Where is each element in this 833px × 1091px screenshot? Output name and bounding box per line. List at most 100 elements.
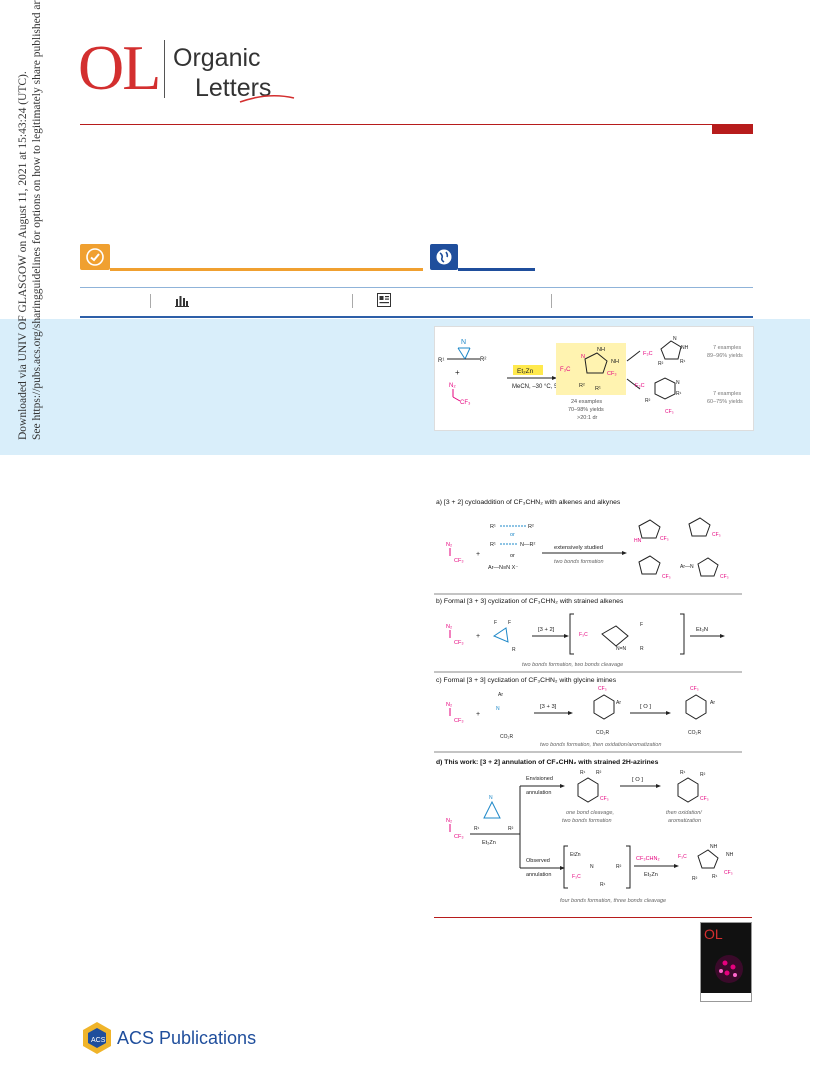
svg-text:Ar—N: Ar—N — [680, 564, 694, 570]
scheme-c-arrow2: [ O ] — [640, 704, 651, 710]
svg-text:F₃C: F₃C — [635, 383, 645, 389]
scheme-d-note1a: one bond cleavage, — [566, 810, 614, 816]
svg-text:N₂: N₂ — [446, 542, 452, 548]
metrics-bottom-rule — [80, 316, 753, 318]
svg-text:F₃C: F₃C — [572, 874, 581, 880]
svg-text:R²: R² — [658, 361, 664, 367]
header-tab — [712, 124, 753, 134]
svg-text:CF₃: CF₃ — [454, 834, 464, 840]
svg-text:NH: NH — [611, 359, 619, 365]
svg-text:F: F — [494, 620, 497, 626]
svg-text:F₃C: F₃C — [560, 367, 571, 373]
svg-text:CF₃: CF₃ — [598, 686, 607, 692]
journal-logo-letters: OL — [78, 32, 161, 103]
acs-logo-icon: ACS — [80, 1020, 114, 1059]
scheme-d-reag3: Et₂Zn — [644, 872, 658, 878]
svg-text:N: N — [590, 864, 594, 870]
journal-name-line1: Organic — [173, 44, 261, 72]
scheme-d-note3: four bonds formation, three bonds cleava… — [560, 898, 666, 904]
svg-text:R²: R² — [645, 398, 651, 404]
svg-text:NH: NH — [726, 852, 734, 858]
svg-text:R¹: R¹ — [490, 524, 496, 530]
svg-text:NH: NH — [710, 844, 718, 850]
metrics-top-rule — [80, 287, 753, 288]
svg-text:F₃C: F₃C — [643, 351, 653, 357]
logo-divider — [164, 40, 165, 98]
svg-text:Ar: Ar — [710, 700, 715, 706]
svg-text:HN: HN — [634, 538, 642, 544]
svg-text:+: + — [476, 633, 480, 640]
svg-text:R¹: R¹ — [438, 358, 444, 364]
svg-text:F₃C: F₃C — [678, 854, 687, 860]
svg-text:F: F — [508, 620, 511, 626]
download-notice-line1: Downloaded via UNIV OF GLASGOW on August… — [17, 71, 29, 440]
svg-text:R¹: R¹ — [712, 874, 718, 880]
scheme-a-note: two bonds formation — [554, 559, 604, 565]
svg-text:CF₃: CF₃ — [660, 536, 669, 542]
acs-publications-label[interactable]: ACS Publications — [117, 1028, 257, 1048]
svg-text:R¹: R¹ — [680, 359, 686, 365]
scheme-d-env2: annulation — [526, 790, 551, 796]
svg-text:N₂: N₂ — [449, 383, 456, 389]
svg-text:R²: R² — [596, 770, 602, 776]
download-notice: Downloaded via UNIV OF GLASGOW on August… — [16, 0, 44, 440]
scheme-d-note2a: then oxidation/ — [666, 810, 702, 816]
metrics-separator — [150, 294, 151, 308]
scheme-d-env1: Envisioned — [526, 776, 553, 782]
download-notice-line2: See https://pubs.acs.org/sharingguidelin… — [31, 0, 43, 440]
scheme-d-obs1: Observed — [526, 858, 550, 864]
article-recommendations-icon[interactable] — [377, 293, 391, 312]
toc-graphic: N R¹ R² + N₂ CF₃ Et₂Zn MeCN, –30 °C, 5 h… — [434, 326, 754, 431]
scheme-d-title: d) This work: [3 + 2] annulation of CF₃C… — [436, 759, 659, 766]
svg-text:N: N — [673, 336, 677, 342]
svg-text:N: N — [461, 339, 466, 346]
toc-bottom-examples: 7 examples — [713, 391, 741, 397]
svg-text:CF₃: CF₃ — [662, 574, 671, 580]
open-access-bar — [110, 268, 423, 271]
scheme-d-ox: [ O ] — [632, 777, 643, 783]
svg-text:Ar: Ar — [498, 692, 503, 698]
svg-text:R²: R² — [480, 357, 486, 363]
svg-text:CF₃: CF₃ — [454, 640, 464, 646]
svg-text:R¹: R¹ — [600, 882, 606, 888]
journal-cover-thumbnail[interactable]: OL — [700, 922, 752, 1002]
toc-bottom-yields: 60–75% yields — [707, 399, 743, 405]
globe-icon[interactable] — [430, 244, 458, 270]
svg-text:EtZn: EtZn — [570, 852, 581, 858]
svg-text:F: F — [640, 622, 643, 628]
svg-text:CF₃: CF₃ — [454, 558, 464, 564]
scheme-c-note: two bonds formation, then oxidation/arom… — [540, 742, 661, 748]
open-access-check-icon[interactable] — [80, 244, 110, 270]
svg-text:R: R — [512, 647, 516, 653]
svg-text:CF₃: CF₃ — [454, 718, 464, 724]
svg-text:R¹: R¹ — [680, 770, 686, 776]
svg-text:CF₃: CF₃ — [607, 371, 617, 377]
svg-text:R¹: R¹ — [474, 826, 480, 832]
toc-main-dr: >20:1 dr — [577, 415, 598, 421]
scheme-c-arrow1: [3 + 3] — [540, 704, 557, 710]
svg-text:N—R²: N—R² — [520, 542, 535, 548]
header-rule — [80, 124, 753, 125]
svg-text:CF₃: CF₃ — [690, 686, 699, 692]
scheme-d-reag2: CF₃CHN₂ — [636, 856, 660, 862]
metrics-separator — [352, 294, 353, 308]
scheme-b-note: two bonds formation, two bonds cleavage — [522, 662, 623, 668]
svg-text:CF₃: CF₃ — [712, 532, 721, 538]
svg-text:N: N — [489, 795, 493, 801]
svg-text:N: N — [676, 380, 680, 386]
scheme-a-or2: or — [510, 553, 515, 559]
globe-bar — [458, 268, 535, 271]
toc-top-yields: 89–96% yields — [707, 353, 743, 359]
toc-main-yields: 70–98% yields — [568, 407, 604, 413]
scheme-a-arrow: extensively studied — [554, 545, 603, 551]
svg-text:N: N — [496, 706, 500, 712]
scheme-a-or1: or — [510, 532, 515, 538]
svg-text:R: R — [640, 646, 644, 652]
svg-text:N=N: N=N — [616, 646, 627, 652]
svg-text:R¹: R¹ — [676, 391, 682, 397]
metrics-chart-icon[interactable] — [175, 293, 189, 312]
metrics-separator — [551, 294, 552, 308]
svg-text:R²: R² — [528, 524, 534, 530]
svg-text:Ar—N≡N X⁻: Ar—N≡N X⁻ — [488, 565, 518, 571]
svg-text:R²: R² — [508, 826, 514, 832]
